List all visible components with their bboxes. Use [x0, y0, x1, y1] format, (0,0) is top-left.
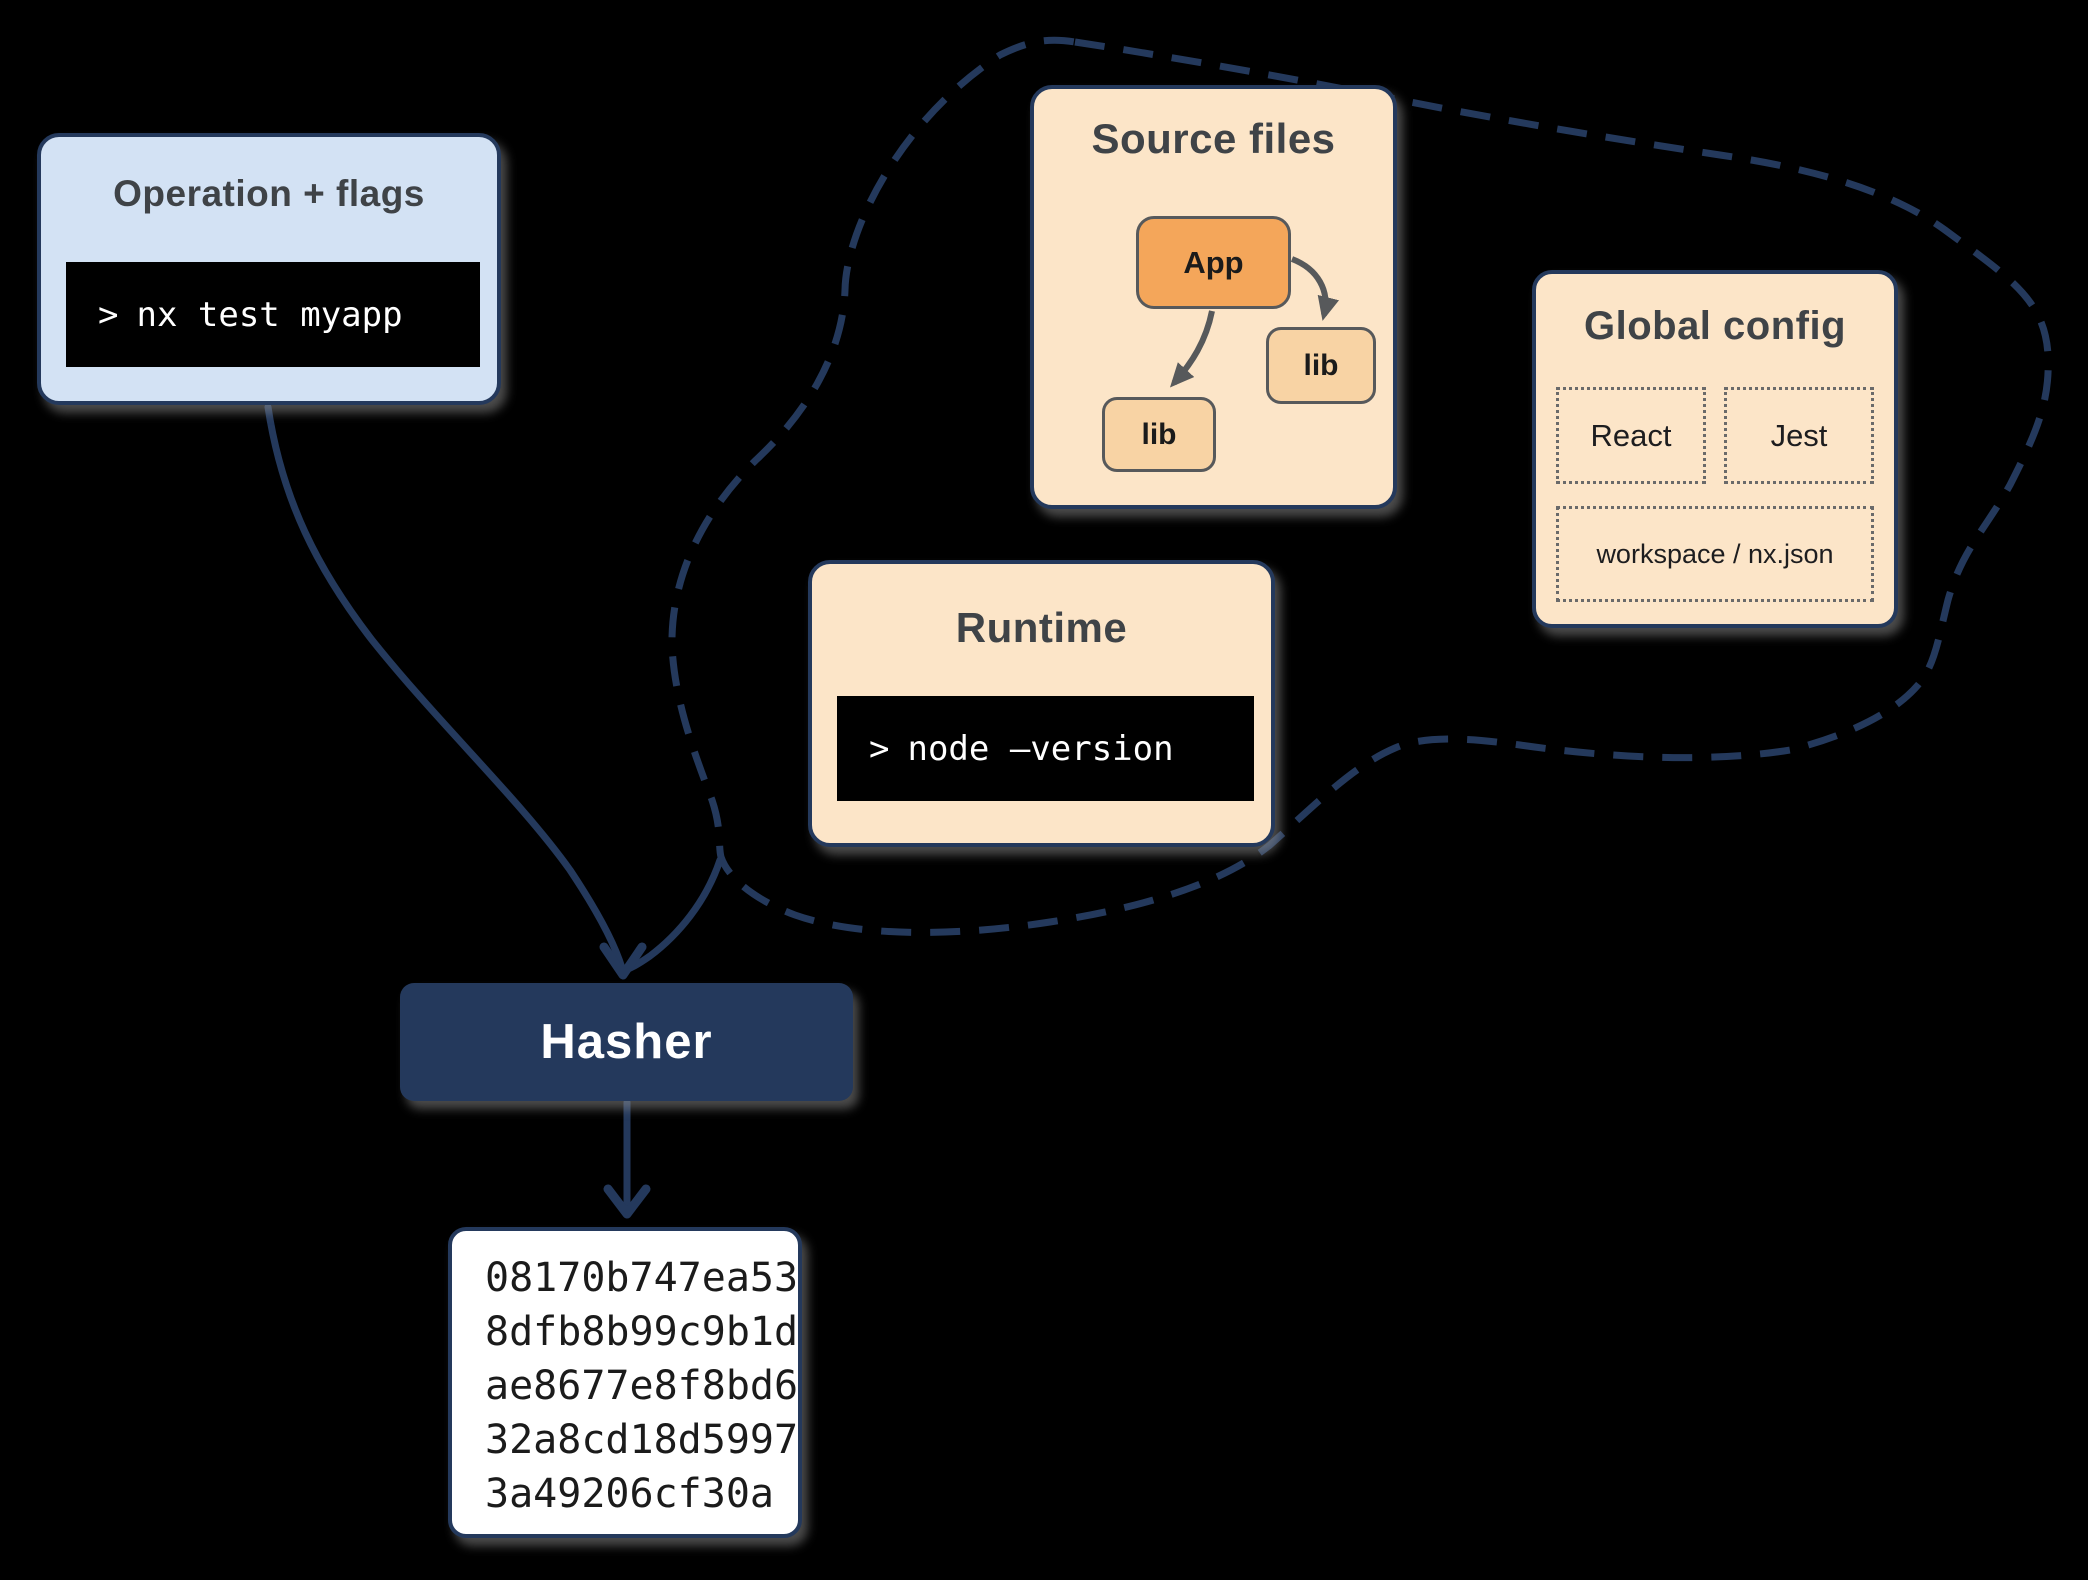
graph-node-lib-right-label: lib — [1303, 348, 1339, 382]
arrowhead-into-hash — [603, 1184, 651, 1219]
config-cell-react: React — [1556, 387, 1706, 484]
graph-node-lib-left-label: lib — [1141, 417, 1177, 451]
runtime-box: Runtime > node –version — [808, 560, 1275, 847]
hash-line: ae8677e8f8bd6 — [485, 1363, 799, 1409]
operation-command: nx test myapp — [136, 294, 403, 335]
operation-flags-title: Operation + flags — [113, 173, 425, 214]
hash-line: 3a49206cf30a — [485, 1471, 774, 1517]
graph-node-app-label: App — [1183, 244, 1244, 280]
config-cell-workspace-nxjson: workspace / nx.json — [1556, 506, 1874, 602]
arrow-operation-to-hasher — [264, 403, 626, 972]
runtime-terminal: > node –version — [837, 696, 1254, 801]
hash-line: 32a8cd18d5997 — [485, 1417, 799, 1463]
runtime-command: node –version — [907, 728, 1174, 769]
source-files-box: Source files App lib lib — [1030, 85, 1397, 509]
terminal-prompt: > — [98, 294, 119, 335]
config-cell-jest-label: Jest — [1770, 417, 1828, 453]
dependency-graph-arrows — [1169, 256, 1340, 388]
arrow-app-to-lib-left — [1169, 310, 1215, 388]
config-cell-react-label: React — [1590, 417, 1672, 453]
hasher-box: Hasher — [400, 983, 853, 1101]
hash-output-box: 08170b747ea53 8dfb8b99c9b1d ae8677e8f8bd… — [448, 1227, 802, 1538]
arrowhead-into-hasher — [599, 942, 647, 980]
hash-line: 8dfb8b99c9b1d — [485, 1309, 799, 1355]
operation-flags-box: Operation + flags > nx test myapp — [37, 133, 501, 405]
hash-line: 08170b747ea53 — [485, 1255, 799, 1301]
hasher-label: Hasher — [540, 1015, 713, 1069]
global-config-box: Global config React Jest workspace / nx.… — [1532, 270, 1898, 628]
arrow-app-to-lib-right — [1290, 256, 1340, 321]
global-config-title: Global config — [1583, 304, 1847, 348]
cloud-outline — [668, 36, 2052, 936]
terminal-prompt: > — [869, 728, 890, 769]
config-cell-jest: Jest — [1724, 387, 1874, 484]
graph-node-app: App — [1136, 216, 1291, 309]
runtime-title: Runtime — [955, 604, 1128, 651]
operation-terminal: > nx test myapp — [66, 262, 480, 367]
graph-node-lib-right: lib — [1266, 327, 1376, 404]
hash-output-text: 08170b747ea53 8dfb8b99c9b1d ae8677e8f8bd… — [485, 1251, 798, 1521]
source-files-title: Source files — [1091, 115, 1336, 162]
config-cell-workspace-label: workspace / nx.json — [1596, 538, 1834, 569]
graph-node-lib-left: lib — [1102, 397, 1216, 472]
